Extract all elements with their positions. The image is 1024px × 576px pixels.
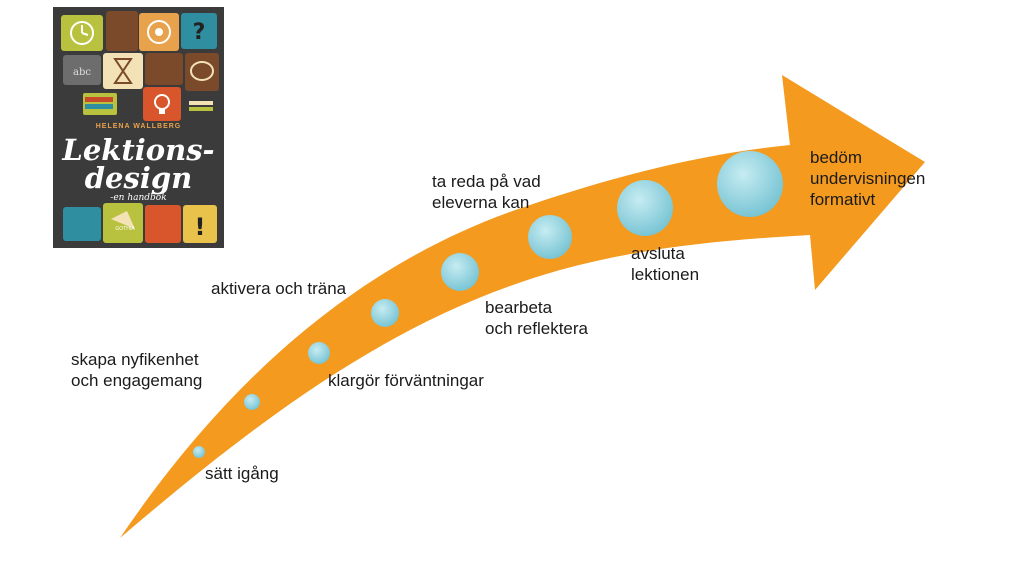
book-cover: ? abc ! HELENA WAL: [53, 7, 224, 248]
book-author: HELENA WALLBERG: [95, 123, 182, 130]
book-publisher: GOTHIA: [115, 226, 135, 232]
puzzle-pieces-image: ? abc !: [53, 7, 224, 248]
step-label-6: ta reda på vad eleverna kan: [432, 172, 541, 212]
step-circle-8: [717, 151, 783, 217]
step-label-4: aktivera och träna: [211, 279, 347, 298]
svg-text:abc: abc: [73, 67, 91, 78]
step-circle-6: [528, 215, 572, 259]
step-label-5: bearbeta och reflektera: [485, 298, 588, 338]
book-subtitle: -en handbok: [110, 193, 167, 203]
step-circle-5: [441, 253, 479, 291]
step-label-8: bedöm undervisningen formativt: [810, 148, 926, 209]
step-circle-2: [244, 394, 260, 410]
step-circle-4: [371, 299, 399, 327]
step-circle-1: [193, 446, 205, 458]
step-label-1: sätt igång: [205, 464, 279, 483]
step-label-7: avsluta lektionen: [631, 244, 700, 284]
step-label-3: klargör förväntningar: [328, 371, 484, 390]
book-title-line1: Lektions-: [62, 133, 215, 167]
book-title-line2: design: [84, 161, 193, 195]
step-circle-7: [617, 180, 673, 236]
step-circle-3: [308, 342, 330, 364]
svg-text:?: ?: [193, 20, 206, 45]
step-label-2: skapa nyfikenhet och engagemang: [71, 350, 203, 390]
svg-text:!: !: [195, 213, 206, 241]
